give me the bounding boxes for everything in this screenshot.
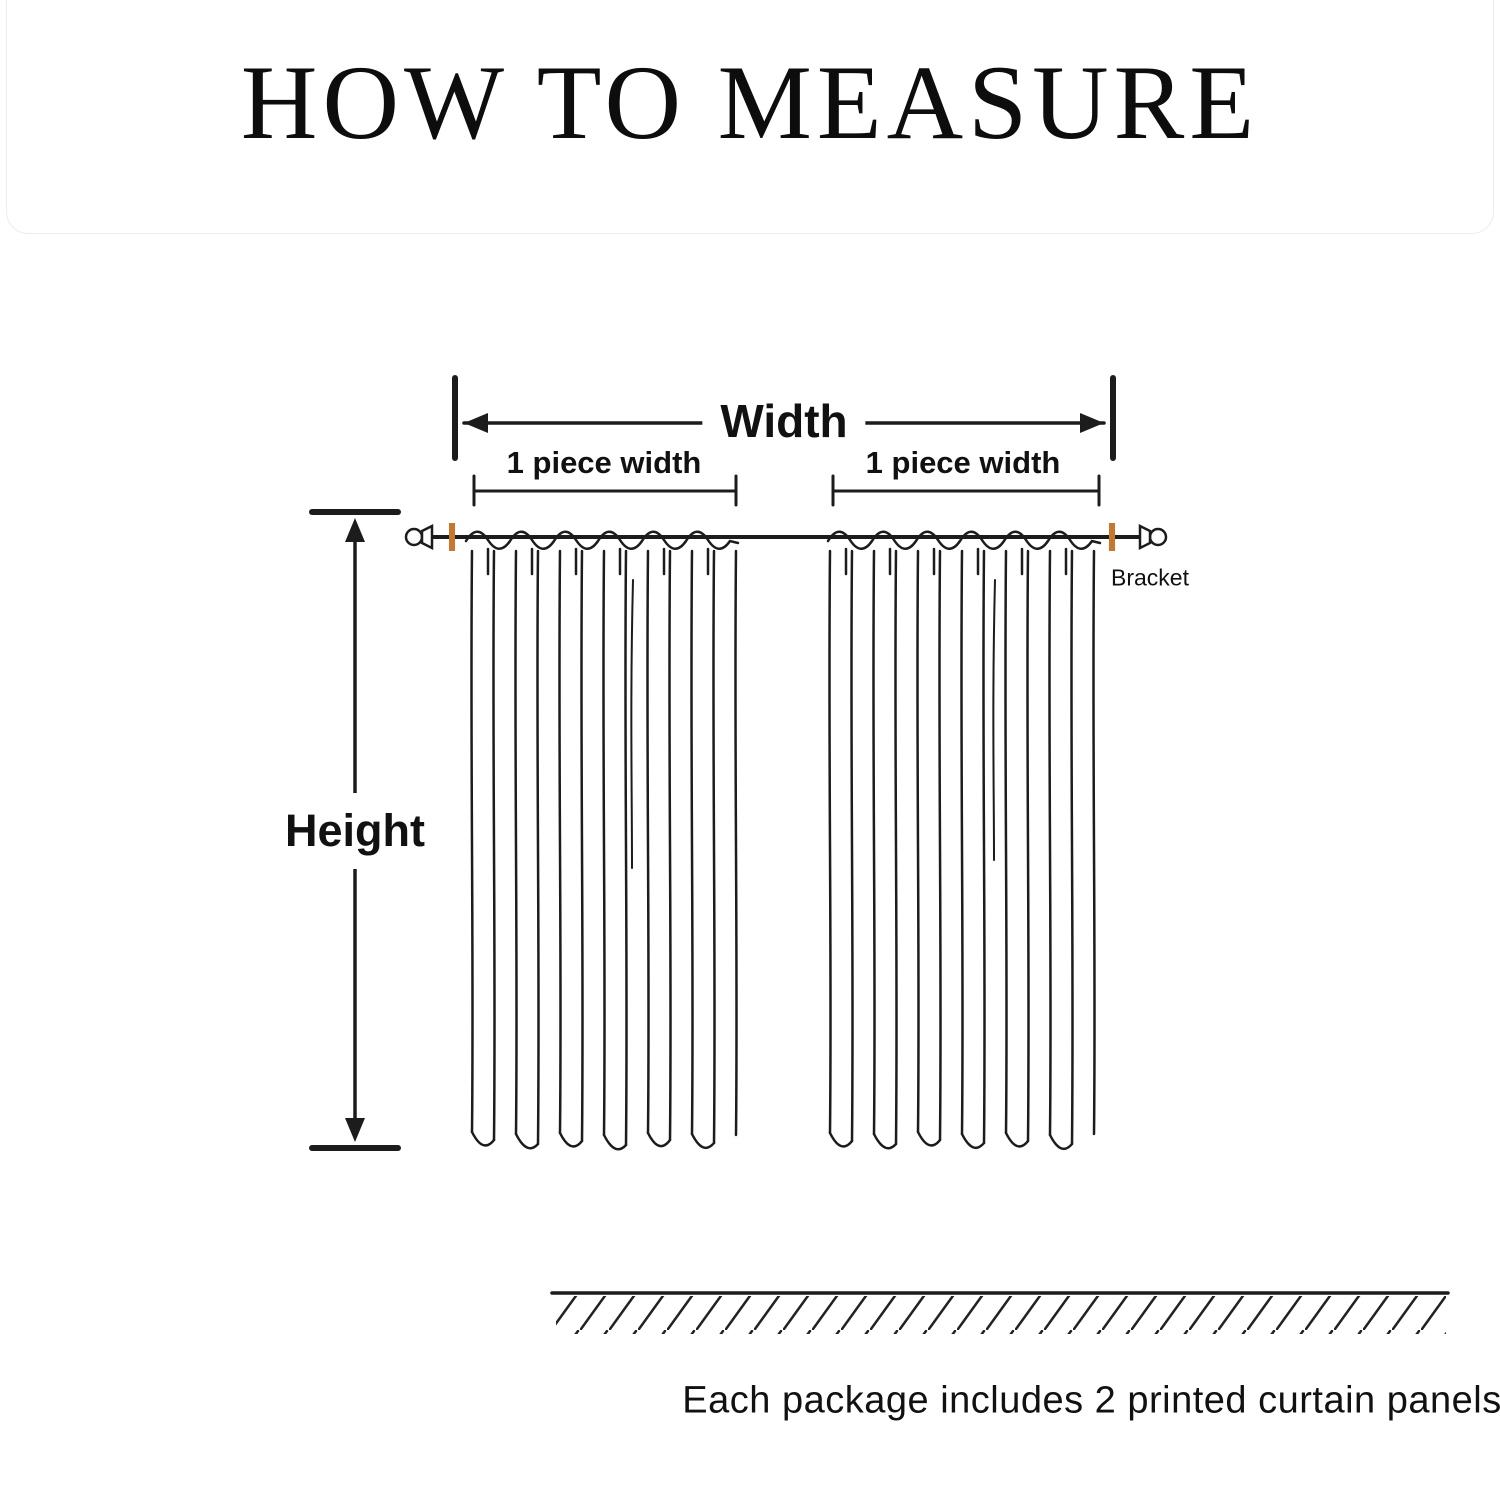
panel-right-header-tabs [844,547,1068,576]
panel-left-hem [470,1130,716,1151]
panel-left-crease [630,579,634,869]
panel-left-folds [470,549,738,1147]
rod-finial-left [404,527,424,547]
piece-width-measure-left [472,474,738,507]
panel-right-folds [828,549,1096,1146]
rod-finial-right-cone [1138,523,1152,551]
panel-right-hem [828,1130,1074,1151]
panel-right-crease [992,579,996,861]
piece-width-measure-right [831,474,1101,507]
piece-width-label-left: 1 piece width [506,445,702,480]
header-card [6,0,1494,234]
ground-hatching [556,1296,1446,1334]
height-arrowhead-bottom [345,1118,365,1142]
panel-left-header-tabs [486,547,710,576]
ground [550,1291,1450,1334]
bracket-label: Bracket [1111,564,1189,591]
width-measure-label: Width [702,392,866,450]
bracket-mark-left [449,523,455,551]
width-arrowhead-left [464,413,488,433]
bracket-mark-right [1109,523,1115,551]
package-contents-caption: Each package includes 2 printed curtain … [682,1379,1500,1422]
curtain-panel-right [826,530,1102,1151]
panel-right-top-wave [826,530,1102,550]
width-arrowhead-right [1080,413,1104,433]
page-title: HOW TO MEASURE [240,44,1260,161]
panel-left-top-wave [464,530,740,550]
rod-finial-left-cone [420,523,434,551]
curtain-panel-left [464,530,740,1151]
height-measure-label: Height [279,793,431,869]
rod-finial-right [1148,527,1168,547]
height-arrowhead-top [345,518,365,542]
piece-width-label-right: 1 piece width [865,445,1061,480]
